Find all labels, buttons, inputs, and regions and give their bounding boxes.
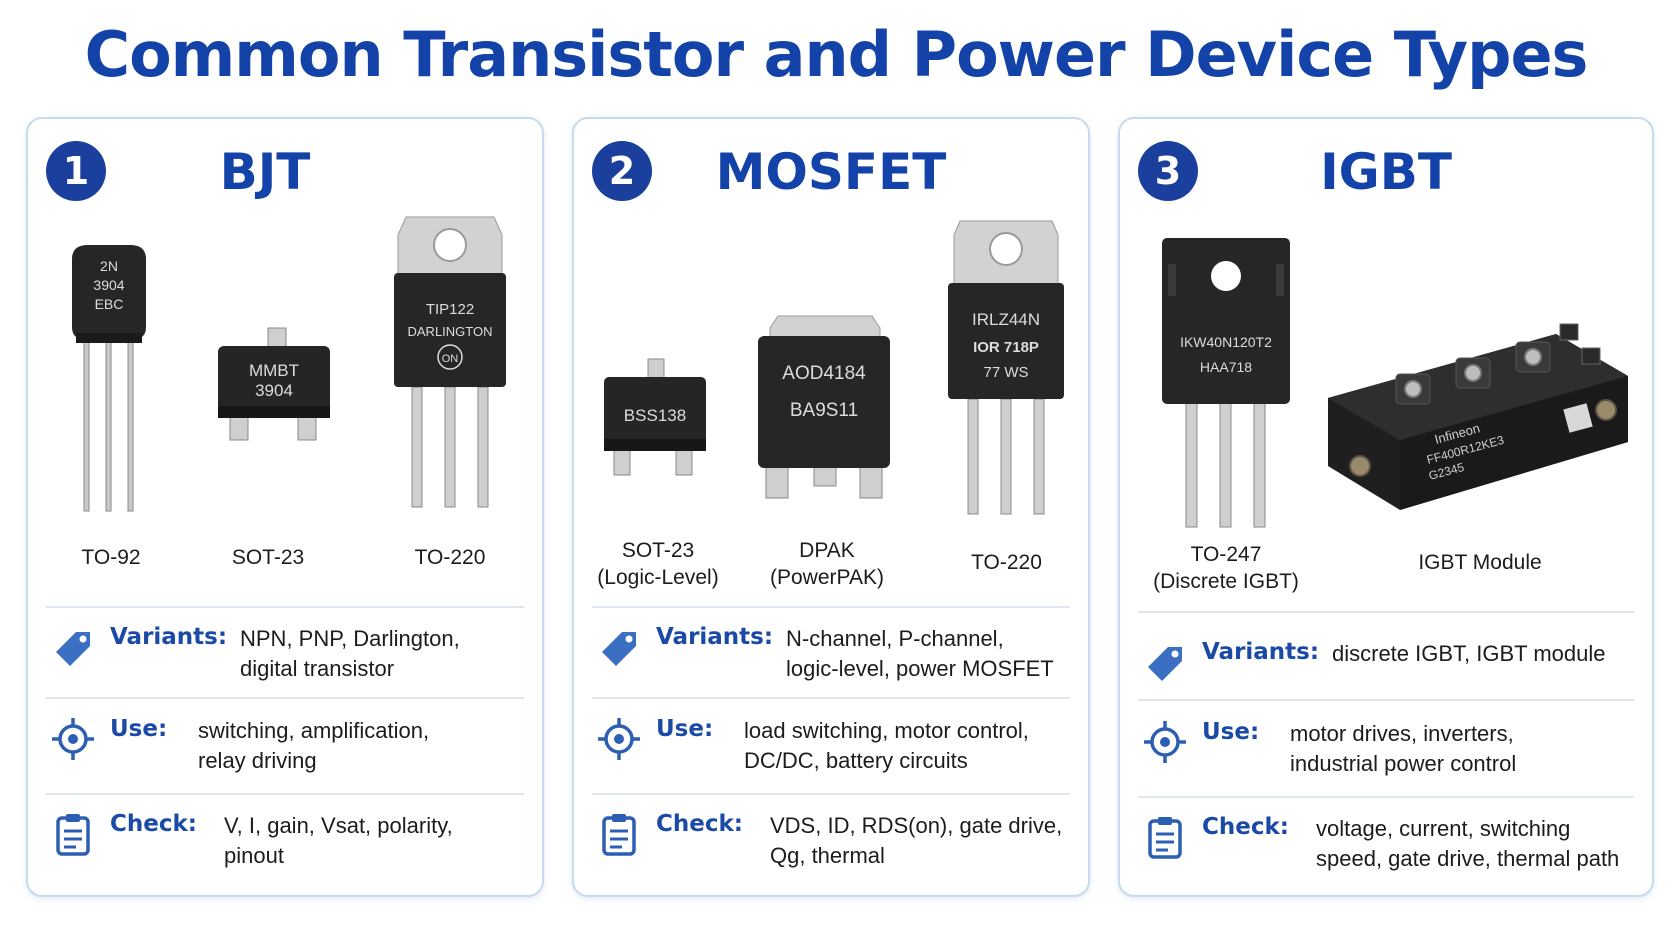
marking-line: EBC xyxy=(95,296,124,312)
dpak-mosfet-image: AOD4184 BA9S11 xyxy=(758,315,890,499)
sot23-mosfet-image: BSS138 xyxy=(604,358,706,476)
info-row-use: Use: load switching, motor control, DC/D… xyxy=(596,716,1074,796)
page-title: Common Transistor and Power Device Types xyxy=(84,18,1589,91)
panel-bjt: 1 BJT 2N 3904 EBC TO-92 MMBT 3904 SOT-23… xyxy=(26,117,544,897)
package-label: DPAK (PowerPAK) xyxy=(770,539,884,589)
marking-line: IOR 718P xyxy=(973,339,1039,356)
panel-heading: IGBT xyxy=(1320,143,1452,201)
info-value: V, I, gain, Vsat, polarity, pinout xyxy=(224,813,453,868)
package-label: SOT-23 xyxy=(231,546,305,569)
info-key: Use: xyxy=(1202,719,1260,745)
marking-line: TIP122 xyxy=(426,301,474,318)
marking-line: 2N xyxy=(100,258,118,274)
info-row-check: Check: V, I, gain, Vsat, polarity, pinou… xyxy=(50,811,528,891)
info-value: switching, amplification, relay driving xyxy=(198,718,430,773)
divider xyxy=(46,697,524,699)
info-key: Variants: xyxy=(1202,639,1320,665)
panel-igbt: 3 IGBT IKW40N120T2 HAA718 TO-247 (Discre… xyxy=(1118,117,1654,897)
info-key: Check: xyxy=(1202,814,1289,840)
marking-line: DARLINGTON xyxy=(408,324,493,339)
info-key: Variants: xyxy=(110,624,228,650)
info-row-variants: Variants: discrete IGBT, IGBT module xyxy=(1142,639,1638,709)
clipboard-icon xyxy=(1148,817,1182,859)
sot23-transistor-image: MMBT 3904 xyxy=(218,327,330,441)
tag-icon xyxy=(56,632,90,666)
info-row-check: Check: VDS, ID, RDS(on), gate drive, Qg,… xyxy=(596,811,1074,891)
igbt-module-image: Infineon FF400R12KE3 G2345 xyxy=(1328,323,1628,510)
marking-line: 3904 xyxy=(93,277,124,293)
marking-line: 77 WS xyxy=(983,364,1028,381)
marking-line: IKW40N120T2 xyxy=(1180,334,1272,350)
marking-line: AOD4184 xyxy=(782,363,866,384)
info-value: discrete IGBT, IGBT module xyxy=(1332,641,1606,666)
package-label: TO-220 xyxy=(971,551,1042,574)
to220-transistor-image: TIP122 DARLINGTON ON xyxy=(394,216,506,508)
target-icon xyxy=(598,718,640,760)
info-value: VDS, ID, RDS(on), gate drive, Qg, therma… xyxy=(770,813,1063,868)
info-key: Variants: xyxy=(656,624,774,650)
on-logo: ON xyxy=(442,353,459,365)
tag-icon xyxy=(1148,647,1182,681)
marking-line: MMBT xyxy=(249,361,299,380)
info-value: voltage, current, switching speed, gate … xyxy=(1316,816,1620,871)
info-row-use: Use: motor drives, inverters, industrial… xyxy=(1142,719,1638,799)
divider xyxy=(592,606,1070,608)
marking-line: HAA718 xyxy=(1200,359,1252,375)
info-key: Use: xyxy=(110,716,168,742)
marking-line: BA9S11 xyxy=(790,400,858,421)
to247-igbt-image: IKW40N120T2 HAA718 xyxy=(1162,238,1290,528)
info-row-variants: Variants: NPN, PNP, Darlington, digital … xyxy=(50,624,528,704)
target-icon xyxy=(1144,721,1186,763)
number-badge: 2 xyxy=(592,141,652,201)
info-row-use: Use: switching, amplification, relay dri… xyxy=(50,716,528,796)
info-value: N-channel, P-channel, logic-level, power… xyxy=(786,626,1054,681)
number-badge: 1 xyxy=(46,141,106,201)
divider xyxy=(46,606,524,608)
info-value: load switching, motor control, DC/DC, ba… xyxy=(744,718,1029,773)
to92-transistor-image: 2N 3904 EBC xyxy=(72,245,146,512)
marking-line: BSS138 xyxy=(624,406,686,425)
panel-heading: MOSFET xyxy=(715,143,947,201)
package-label: SOT-23 (Logic-Level) xyxy=(597,539,719,589)
tag-icon xyxy=(602,632,636,666)
panel-mosfet: 2 MOSFET BSS138 SOT-23 (Logic-Level) AOD… xyxy=(572,117,1090,897)
package-label: TO-247 (Discrete IGBT) xyxy=(1153,543,1299,593)
marking-line: 3904 xyxy=(255,381,293,400)
info-value: NPN, PNP, Darlington, digital transistor xyxy=(240,626,460,681)
divider xyxy=(1138,611,1634,613)
package-label: TO-92 xyxy=(81,546,141,569)
panel-heading: BJT xyxy=(219,143,311,201)
info-value: motor drives, inverters, industrial powe… xyxy=(1290,721,1517,776)
package-label: TO-220 xyxy=(414,546,486,569)
info-key: Check: xyxy=(110,811,197,837)
divider xyxy=(592,793,1070,795)
info-row-variants: Variants: N-channel, P-channel, logic-le… xyxy=(596,624,1074,704)
target-icon xyxy=(52,718,94,760)
package-label: IGBT Module xyxy=(1418,551,1542,574)
divider xyxy=(1138,796,1634,798)
number-badge: 3 xyxy=(1138,141,1198,201)
info-row-check: Check: voltage, current, switching speed… xyxy=(1142,814,1638,894)
clipboard-icon xyxy=(56,814,90,856)
divider xyxy=(46,793,524,795)
clipboard-icon xyxy=(602,814,636,856)
to220-mosfet-image: IRLZ44N IOR 718P 77 WS xyxy=(948,220,1064,515)
divider xyxy=(1138,699,1634,701)
info-key: Use: xyxy=(656,716,714,742)
info-key: Check: xyxy=(656,811,743,837)
marking-line: IRLZ44N xyxy=(972,310,1040,329)
divider xyxy=(592,697,1070,699)
